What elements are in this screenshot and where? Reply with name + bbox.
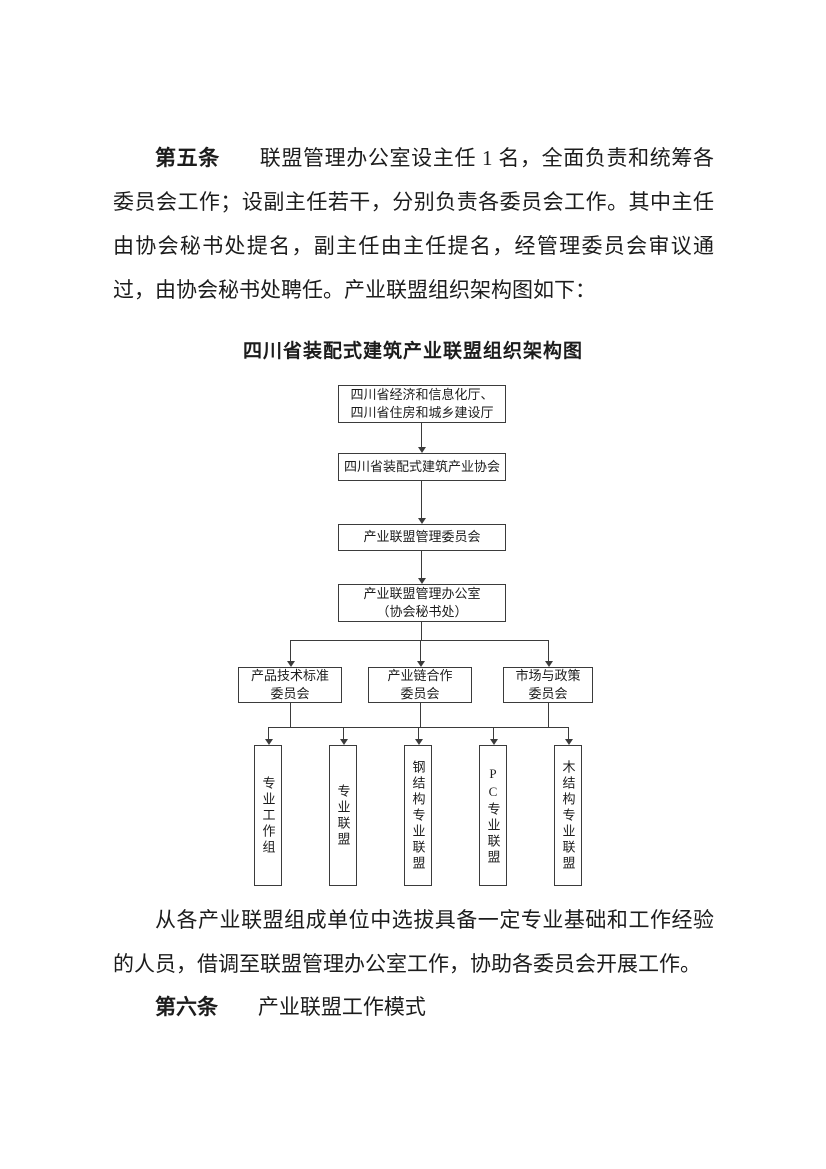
connector-arrow-down [544,640,553,667]
article6-term: 第六条 [155,995,218,1019]
org-node-group-timber-structure-alliance: 木结构专业联盟 [554,745,582,886]
connector-arrow-down [339,727,348,745]
paragraph-article5: 第五条联盟管理办公室设主任 1 名，全面负责和统筹各委员会工作；设副主任若干，分… [113,136,714,312]
connector-arrow-down [286,640,295,667]
org-node-office: 产业联盟管理办公室 （协会秘书处） [338,584,506,622]
connector-arrow-down [414,727,423,745]
committee-market-policy-line1: 市场与政策 [515,667,581,683]
article5-body: 联盟管理办公室设主任 1 名，全面负责和统筹各委员会工作；设副主任若干，分别负责… [113,146,715,302]
committee-standards-line2: 委员会 [270,686,310,701]
connector-vline [290,703,291,727]
org-node-group-pc-alliance: PC专业联盟 [479,745,507,886]
paragraph-article6: 第六条 产业联盟工作模式 [113,985,714,1029]
org-node-group-professional-workgroup: 专业工作组 [254,745,282,886]
connector-vline [420,703,421,727]
connector-arrow-down [417,551,426,584]
connector-vline [548,703,549,727]
connector-arrow-down [416,640,425,667]
org-node-association-label: 四川省装配式建筑产业协会 [343,458,500,474]
org-node-group-steel-structure-alliance: 钢结构专业联盟 [404,745,432,886]
connector-vline [421,622,422,640]
org-node-management-committee: 产业联盟管理委员会 [338,524,506,551]
paragraph-closing: 从各产业联盟组成单位中选拔具备一定专业基础和工作经验的人员，借调至联盟管理办公室… [113,908,714,976]
committee-industry-chain-line2: 委员会 [400,686,440,701]
connector-arrow-down [489,727,498,745]
org-node-government-line1: 四川省经济和信息化厅、 [350,386,494,402]
org-node-committee-standards: 产品技术标准 委员会 [238,667,342,703]
org-node-management-committee-label: 产业联盟管理委员会 [363,529,481,545]
org-node-committee-industry-chain: 产业链合作 委员会 [368,667,472,703]
article5-term: 第五条 [155,146,220,170]
org-node-committee-market-policy: 市场与政策 委员会 [503,667,593,703]
org-node-government-line2: 四川省住房和城乡建设厅 [350,405,494,420]
org-node-office-line1: 产业联盟管理办公室 [363,585,481,601]
connector-arrow-down [417,481,426,524]
committee-standards-line1: 产品技术标准 [250,667,329,683]
connector-hline [290,640,549,641]
org-node-association: 四川省装配式建筑产业协会 [338,453,506,481]
connector-arrow-down [564,727,573,745]
connector-arrow-down [417,423,426,453]
article6-body: 产业联盟工作模式 [257,995,426,1019]
org-chart-title: 四川省装配式建筑产业联盟组织架构图 [242,341,583,362]
org-node-group-professional-alliance: 专业联盟 [329,745,357,886]
org-chart: 四川省经济和信息化厅、 四川省住房和城乡建设厅 四川省装配式建筑产业协会 产业联… [0,378,826,890]
committee-market-policy-line2: 委员会 [528,686,568,701]
connector-arrow-down [264,727,273,745]
org-node-office-line2: （协会秘书处） [376,604,468,619]
org-node-government: 四川省经济和信息化厅、 四川省住房和城乡建设厅 [338,385,506,423]
committee-industry-chain-line1: 产业链合作 [387,667,453,683]
